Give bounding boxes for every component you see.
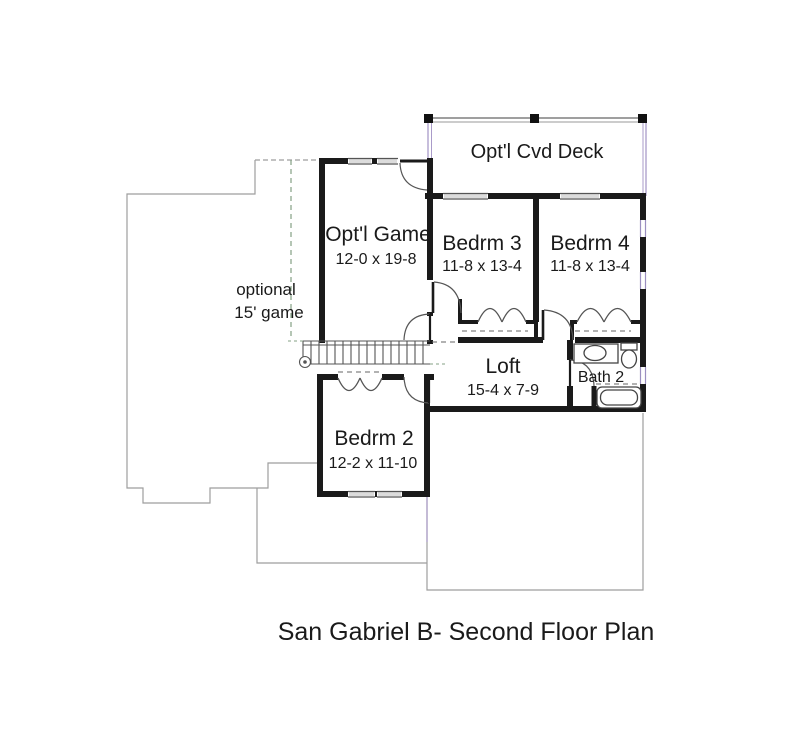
optional-note-line1: optional [236, 280, 296, 299]
toilet-bowl [620, 349, 638, 369]
loft-dims: 15-4 x 7-9 [467, 382, 539, 399]
toilet-tank [620, 342, 638, 351]
bedrm4-name: Bedrm 4 [550, 232, 630, 255]
bath2-label: Bath 2 [578, 369, 624, 386]
bath-fixtures [573, 342, 642, 409]
door-game-entry [403, 313, 432, 341]
window-bed2-1 [348, 489, 375, 499]
loft-name: Loft [485, 355, 520, 378]
outline-left-wing [126, 160, 321, 504]
outline-lower-left [256, 488, 427, 564]
door-bedrm4 [541, 309, 574, 341]
window-bed4-top [560, 191, 600, 201]
bedrm4-dims: 11-8 x 13-4 [550, 258, 630, 275]
deck-post-left [424, 114, 433, 123]
bifold-doors [337, 307, 632, 392]
bedrm3-dims: 11-8 x 13-4 [442, 258, 522, 275]
plan-title: San Gabriel B- Second Floor Plan [278, 618, 655, 646]
game-room-name: Opt'l Game [325, 223, 431, 246]
deck-structure [424, 114, 647, 196]
closet-shelves [338, 330, 640, 385]
window-game-1 [348, 156, 372, 166]
sink-basin [583, 344, 607, 362]
door-game-to-deck [399, 159, 428, 191]
window-bed4-right-1 [638, 220, 648, 237]
outline-lower-right [426, 413, 644, 591]
bifold-bed3-closet [477, 307, 527, 323]
first-floor-outline [126, 160, 644, 591]
bedrm3-name: Bedrm 3 [442, 232, 521, 255]
deck-post-middle [530, 114, 539, 123]
window-bed3-top [443, 191, 488, 201]
window-bed2-2 [377, 489, 402, 499]
stair-newel-center [303, 360, 307, 364]
bedrm2-name: Bedrm 2 [334, 427, 413, 450]
bifold-bed4-closet [576, 307, 632, 323]
optional-note-line2: 15' game [234, 303, 303, 322]
window-bed4-right-2 [638, 272, 648, 289]
stair-treads [310, 341, 424, 364]
window-game-2 [377, 156, 398, 166]
bifold-bed2-closet [337, 377, 383, 392]
bedrm2-dims: 12-2 x 11-10 [329, 455, 418, 472]
deck-label: Opt'l Cvd Deck [471, 141, 605, 163]
door-bedrm3 [431, 281, 462, 314]
game-room-dims: 12-0 x 19-8 [336, 251, 417, 268]
windows [348, 156, 648, 499]
staircase [288, 340, 447, 369]
door-bedrm2 [403, 376, 431, 404]
room-labels: Opt'l Cvd Deck Opt'l Game 12-0 x 19-8 Be… [234, 141, 630, 472]
bathtub-inner [599, 389, 639, 406]
window-bath-right [638, 367, 648, 384]
deck-post-right [638, 114, 647, 123]
